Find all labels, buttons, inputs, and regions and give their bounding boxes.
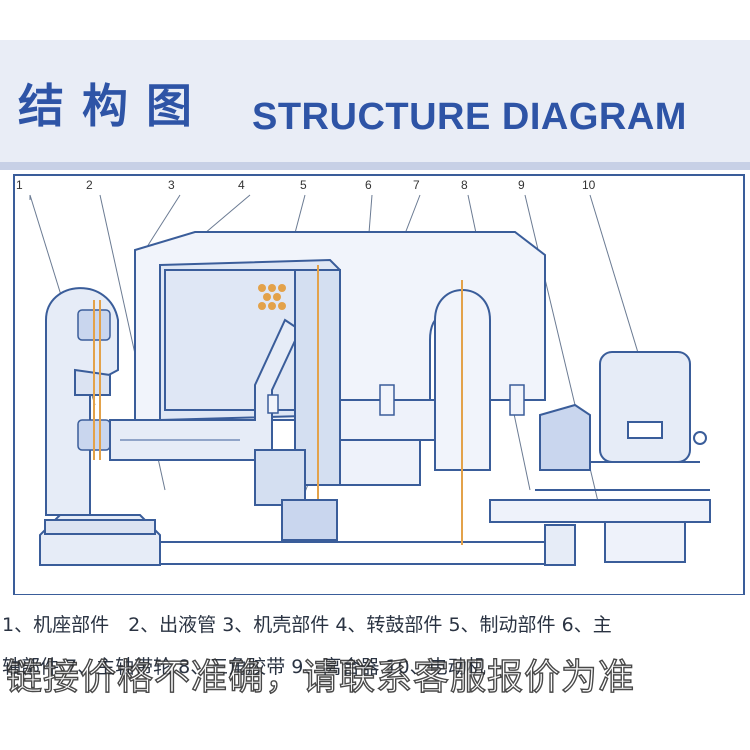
legend-line-2: 轴部件 7、主轴带轮 8、三角胶带 9、离合器 10、电动机 (2, 656, 486, 678)
callout-9: 9 (518, 178, 525, 192)
callout-1: 1 (16, 178, 23, 192)
title-english: STRUCTURE DIAGRAM (252, 96, 687, 138)
main-shaft-pulley (281, 499, 338, 541)
left-pulley (77, 300, 111, 460)
bolts (267, 384, 525, 416)
callout-10: 10 (582, 178, 596, 192)
diagram-frame (13, 174, 745, 595)
structure-diagram: 1 2 3 4 5 6 7 8 9 10 (13, 174, 745, 595)
callout-5: 5 (300, 178, 307, 192)
motor (590, 351, 707, 463)
callout-numbers: 1 2 3 4 5 6 7 8 9 10 (16, 178, 596, 192)
motor-base (489, 489, 711, 563)
callout-3: 3 (168, 178, 175, 192)
main-shaft (254, 265, 436, 530)
title-chinese: 结构图 (18, 79, 210, 133)
callout-2: 2 (86, 178, 93, 192)
clutch (539, 403, 591, 471)
bearing-column (434, 280, 491, 545)
legend-line-1: 1、机座部件 2、出液管 3、机壳部件 4、转鼓部件 5、制动部件 6、主 (2, 614, 612, 636)
callout-8: 8 (461, 178, 468, 192)
header-divider (0, 162, 750, 170)
brake-pattern (258, 284, 286, 310)
callout-4: 4 (238, 178, 245, 192)
callout-7: 7 (413, 178, 420, 192)
header-band (0, 40, 750, 162)
callout-6: 6 (365, 178, 372, 192)
